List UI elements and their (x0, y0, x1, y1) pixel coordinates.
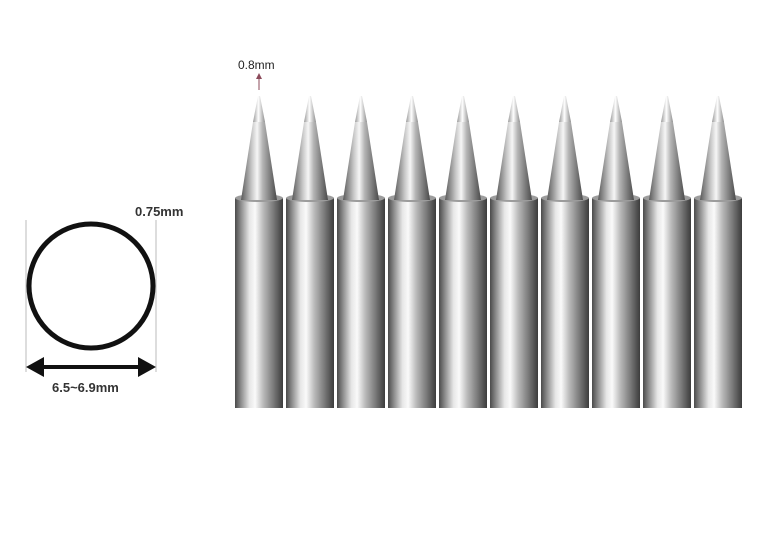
tip-shaft (337, 198, 385, 408)
diameter-label: 6.5~6.9mm (52, 380, 119, 395)
soldering-tip (286, 96, 334, 408)
tip-shaft (286, 198, 334, 408)
tip-shaft (643, 198, 691, 408)
tip-point (406, 96, 418, 122)
ring-thickness-label: 0.75mm (135, 204, 184, 219)
tip-point (253, 96, 265, 122)
tip-cone (394, 122, 430, 200)
soldering-tip (235, 96, 283, 408)
tip-cone (241, 122, 277, 200)
tip-size-arrow (256, 73, 262, 90)
tip-point (712, 96, 724, 122)
tip-point (508, 96, 520, 122)
tip-shaft (592, 198, 640, 408)
soldering-tip (592, 96, 640, 408)
soldering-tip (643, 96, 691, 408)
tip-cone (598, 122, 634, 200)
tip-cone (649, 122, 685, 200)
tip-cone (547, 122, 583, 200)
soldering-tip (388, 96, 436, 408)
tip-point (304, 96, 316, 122)
tip-size-label: 0.8mm (238, 58, 275, 72)
soldering-tip (439, 96, 487, 408)
tip-shaft (694, 198, 742, 408)
tip-shaft (439, 198, 487, 408)
tip-point (559, 96, 571, 122)
tip-point (610, 96, 622, 122)
tip-point (661, 96, 673, 122)
tip-shaft (541, 198, 589, 408)
tip-cone (445, 122, 481, 200)
soldering-tip (694, 96, 742, 408)
ring-diagram (25, 220, 157, 377)
tip-shaft (490, 198, 538, 408)
soldering-tips (235, 96, 742, 408)
diameter-arrow (26, 357, 156, 377)
tip-cone (700, 122, 736, 200)
soldering-tip (541, 96, 589, 408)
o-ring (26, 221, 156, 351)
soldering-tip (490, 96, 538, 408)
soldering-tip (337, 96, 385, 408)
tip-shaft (235, 198, 283, 408)
tip-cone (496, 122, 532, 200)
tip-shaft (388, 198, 436, 408)
tip-cone (343, 122, 379, 200)
tip-point (355, 96, 367, 122)
tip-point (457, 96, 469, 122)
tip-cone (292, 122, 328, 200)
